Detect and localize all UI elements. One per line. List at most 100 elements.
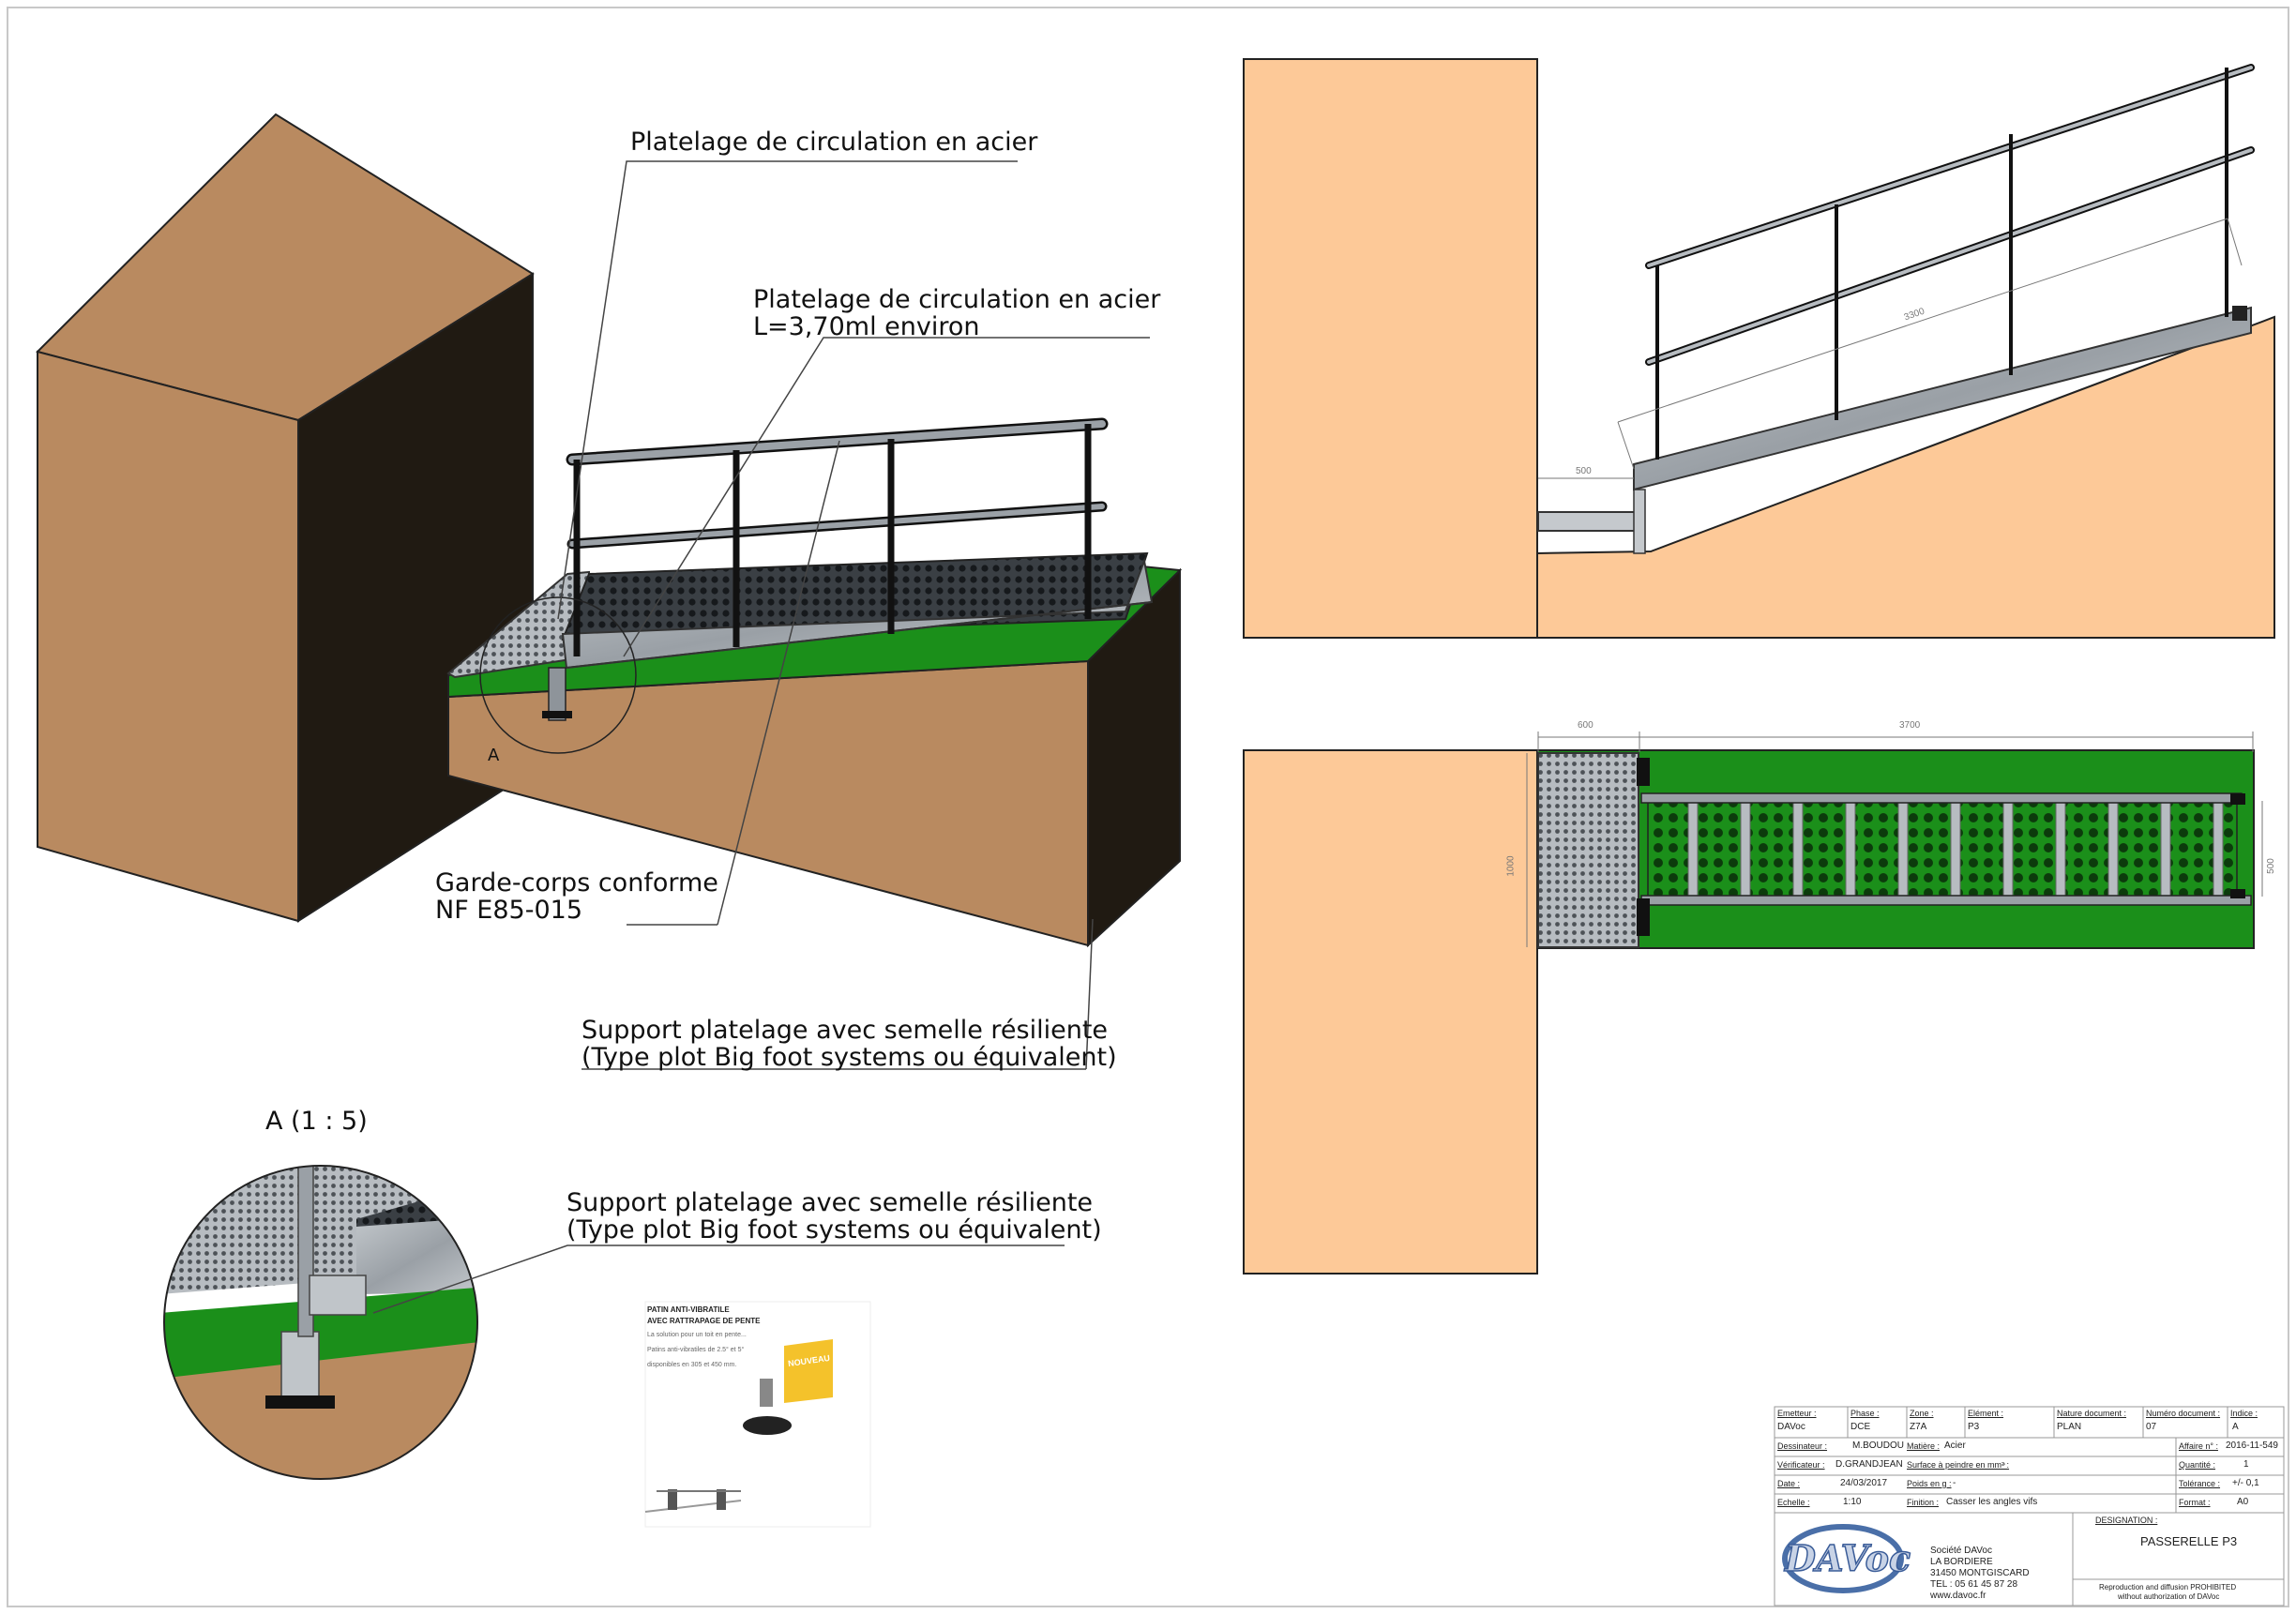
tb-phase-label: Phase :	[1850, 1409, 1880, 1418]
plan-rail-top	[1640, 792, 2243, 804]
tb-poids-label: Poids en g :	[1907, 1479, 1952, 1488]
tb-finition-label: Finition :	[1907, 1498, 1940, 1507]
support-foot	[548, 667, 566, 721]
tb-verificateur-label: Vérificateur :	[1777, 1460, 1825, 1470]
plan-end-clip-left-top	[1637, 758, 1650, 786]
tb-tolerance-label: Tolérance :	[2179, 1479, 2221, 1488]
tb-numero: 07	[2146, 1422, 2157, 1432]
tb-designation-label: DESIGNATION :	[2095, 1516, 2158, 1525]
tb-quantite-label: Quantité :	[2179, 1460, 2216, 1470]
elevation-view	[1243, 58, 2275, 639]
tb-finition: Casser les angles vifs	[1946, 1497, 2038, 1507]
tb-echelle-label: Echelle :	[1777, 1498, 1810, 1507]
tb-verificateur: D.GRANDJEAN	[1835, 1459, 1903, 1470]
elev-base-foot	[1633, 489, 1646, 554]
tb-indice-label: Indice :	[2230, 1409, 2258, 1418]
tb-quantite: 1	[2243, 1459, 2249, 1470]
brochure-heading1: PATIN ANTI-VIBRATILE	[647, 1305, 730, 1314]
building-front-face	[37, 350, 299, 923]
dim-plan-width-right: 500	[2265, 858, 2276, 874]
tb-zone: Z7A	[1910, 1422, 1927, 1432]
tb-indice: A	[2232, 1422, 2239, 1432]
plan-grating	[1647, 800, 2238, 898]
tb-nature: PLAN	[2057, 1422, 2082, 1432]
label-guardrail-line2: NF E85-015	[435, 896, 583, 925]
label-deck: Platelage de circulation en acier	[630, 128, 1038, 157]
tb-format-label: Format :	[2179, 1498, 2211, 1507]
label-guardrail-line1: Garde-corps conforme	[435, 868, 718, 898]
brochure-heading2: AVEC RATTRAPAGE DE PENTE	[647, 1317, 761, 1325]
plan-end-clip-left-bottom	[1637, 898, 1650, 936]
dim-plan-length: 3700	[1899, 720, 1921, 731]
guardrail	[566, 417, 1109, 656]
elev-stringer	[1633, 306, 2252, 491]
tb-affaire: 2016-11-549	[2226, 1441, 2278, 1451]
elev-ground	[1536, 315, 2275, 639]
brochure-text3: disponibles en 305 et 450 mm.	[647, 1362, 737, 1368]
plan-view	[1243, 732, 2263, 1275]
tb-date: 24/03/2017	[1840, 1478, 1888, 1488]
tb-affaire-label: Affaire n° :	[2179, 1441, 2218, 1451]
tb-numero-label: Numéro document :	[2146, 1409, 2221, 1418]
plan-landing-plate	[1537, 752, 1639, 948]
tb-nature-label: Nature document :	[2057, 1409, 2127, 1418]
isometric-view	[36, 113, 1183, 1070]
tb-format: A0	[2237, 1497, 2249, 1507]
dim-plan-landing: 600	[1578, 720, 1594, 731]
detail-marker: A	[488, 746, 500, 765]
support-pad	[542, 711, 572, 718]
tb-element: P3	[1968, 1422, 1980, 1432]
tb-surface: -	[2002, 1459, 2006, 1470]
tb-company-line4: TEL : 05 61 45 87 28	[1930, 1579, 2018, 1590]
plan-wall	[1243, 749, 1538, 1275]
brochure-illustration	[644, 1301, 871, 1528]
logo-text: DAVoc	[1784, 1537, 1911, 1579]
tb-date-label: Date :	[1777, 1479, 1801, 1488]
tb-zone-label: Zone :	[1910, 1409, 1934, 1418]
tb-emetteur-label: Emetteur :	[1777, 1409, 1817, 1418]
plan-end-clip-right-bottom	[2230, 889, 2245, 898]
label-walkway-line1: Platelage de circulation en acier	[753, 285, 1161, 314]
plan-rail-bottom	[1640, 895, 2252, 906]
detail-support-line2: (Type plot Big foot systems ou équivalen…	[566, 1215, 1102, 1244]
tb-repro-line2: without authorization of DAVoc	[2118, 1592, 2220, 1601]
elev-wall	[1243, 58, 1538, 639]
tb-dessinateur-label: Dessinateur :	[1777, 1441, 1828, 1451]
tb-surface-label: Surface à peindre en mm² :	[1907, 1460, 2010, 1470]
tb-dessinateur: M.BOUDOU	[1852, 1441, 1904, 1451]
elev-guardrail	[1645, 64, 2255, 460]
tb-tolerance: +/- 0,1	[2232, 1478, 2259, 1488]
elev-landing	[1537, 511, 1638, 532]
plan-dimension-lines	[1526, 732, 2263, 947]
tb-repro-line1: Reproduction and diffusion PROHIBITED	[2099, 1583, 2237, 1591]
title-block-grid	[1774, 1406, 2285, 1606]
label-support-line2: (Type plot Big foot systems ou équivalen…	[582, 1043, 1117, 1072]
elev-end-block	[2232, 306, 2247, 321]
tb-echelle: 1:10	[1843, 1497, 1862, 1507]
tb-company-line2: LA BORDIERE	[1930, 1557, 1993, 1567]
tb-company-line3: 31450 MONTGISCARD	[1930, 1568, 2030, 1578]
label-walkway-line2: L=3,70ml environ	[753, 312, 980, 341]
detail-a-view	[163, 1165, 1065, 1480]
sheet-border	[7, 7, 2289, 1607]
tb-poids: -	[1953, 1478, 1956, 1488]
detail-support-line1: Support platelage avec semelle résilient…	[566, 1188, 1094, 1217]
tb-company-line5: www.davoc.fr	[1930, 1591, 1986, 1601]
tb-element-label: Elément :	[1968, 1409, 2004, 1418]
brochure-text2: Patins anti-vibratiles de 2.5° et 5°	[647, 1347, 745, 1353]
davoc-logo: DAVoc	[1782, 1524, 1911, 1593]
detail-a-border	[163, 1165, 478, 1480]
tb-designation: PASSERELLE P3	[2140, 1534, 2238, 1548]
tb-phase: DCE	[1850, 1422, 1871, 1432]
dim-elev-landing: 500	[1576, 466, 1592, 476]
tb-matiere-label: Matière :	[1907, 1441, 1941, 1451]
tb-emetteur: DAVoc	[1777, 1422, 1805, 1432]
elev-dimension-lines	[1538, 218, 2243, 479]
tb-company-line1: Société DAVoc	[1930, 1546, 1992, 1556]
detail-a-circle	[479, 596, 637, 754]
label-support-line1: Support platelage avec semelle résilient…	[582, 1016, 1109, 1045]
tb-matiere: Acier	[1944, 1441, 1966, 1451]
detail-title: A (1 : 5)	[265, 1107, 368, 1136]
plan-end-clip-right-top	[2230, 793, 2245, 805]
